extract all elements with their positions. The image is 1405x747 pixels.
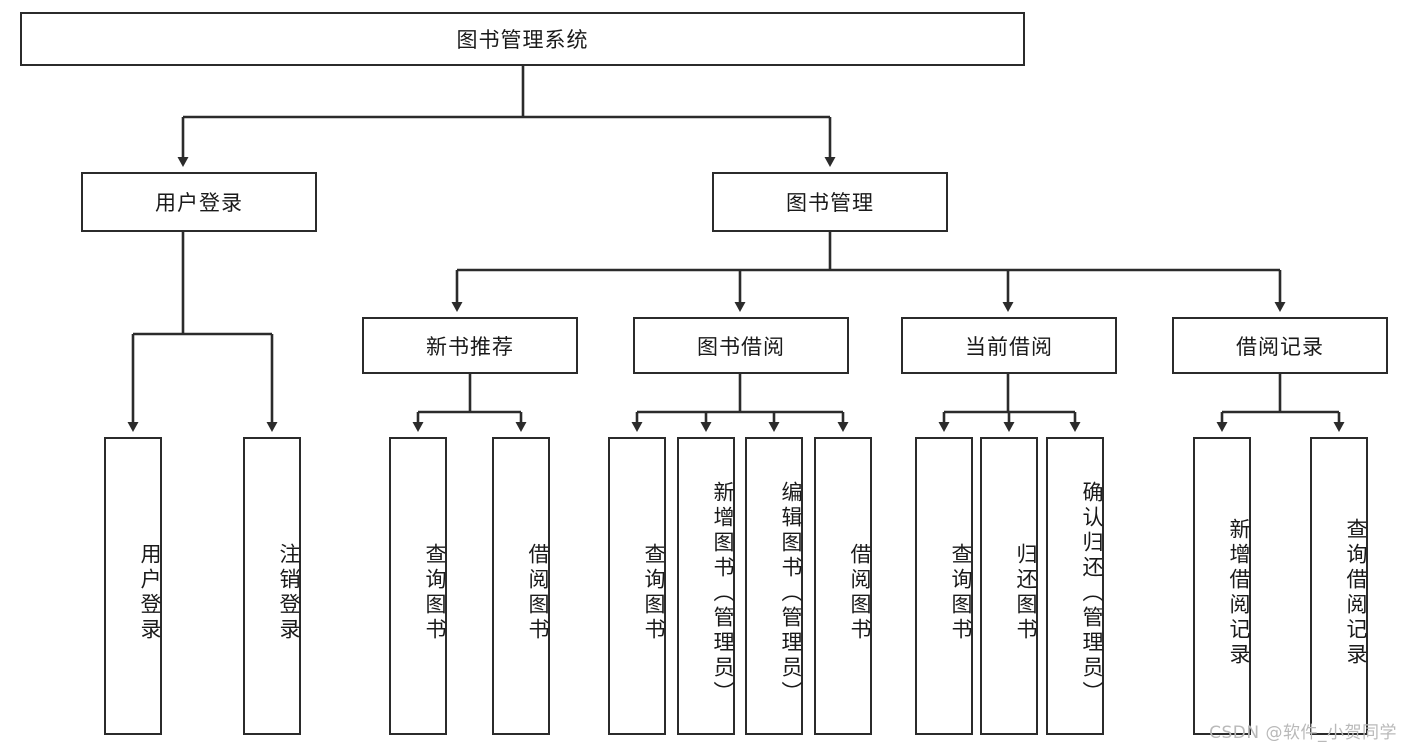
node-book-borrow[interactable]: 图书借阅 [633,317,849,374]
node-label: 注销登录 [277,543,301,643]
node-label: 新增借阅记录 [1227,518,1251,668]
leaf-query-borrow-record[interactable]: 查询借阅记录 [1310,437,1368,735]
leaf-query-book-bookborrow[interactable]: 查询图书 [608,437,666,735]
node-current-borrow[interactable]: 当前借阅 [901,317,1117,374]
leaf-add-borrow-record[interactable]: 新增借阅记录 [1193,437,1251,735]
node-borrow-record[interactable]: 借阅记录 [1172,317,1388,374]
leaf-logout[interactable]: 注销登录 [243,437,301,735]
node-label: 查询借阅记录 [1344,518,1368,668]
node-label: 借阅图书 [526,543,550,643]
node-root-book-management-system[interactable]: 图书管理系统 [20,12,1025,66]
node-label: 查询图书 [423,543,447,643]
node-label: 归还图书 [1014,543,1038,643]
leaf-edit-book-admin[interactable]: 编辑图书（管理员） [745,437,803,735]
node-label: 新书推荐 [426,334,514,359]
leaf-query-book-currentborrow[interactable]: 查询图书 [915,437,973,735]
node-book-management[interactable]: 图书管理 [712,172,948,232]
node-new-book-recommend[interactable]: 新书推荐 [362,317,578,374]
node-label: 用户登录 [138,543,162,643]
leaf-confirm-return-admin[interactable]: 确认归还（管理员） [1046,437,1104,735]
node-label: 图书管理系统 [456,28,589,52]
node-user-login[interactable]: 用户登录 [81,172,317,232]
node-label: 确认归还（管理员） [1080,480,1104,706]
node-label: 借阅图书 [848,543,872,643]
node-label: 查询图书 [949,543,973,643]
node-label: 新增图书（管理员） [711,480,735,706]
leaf-return-book[interactable]: 归还图书 [980,437,1038,735]
node-label: 用户登录 [155,191,243,215]
node-label: 当前借阅 [965,334,1053,359]
leaf-add-book-admin[interactable]: 新增图书（管理员） [677,437,735,735]
leaf-borrow-book-bookborrow[interactable]: 借阅图书 [814,437,872,735]
node-label: 查询图书 [642,543,666,643]
leaf-borrow-book-newbook[interactable]: 借阅图书 [492,437,550,735]
node-label: 借阅记录 [1236,334,1324,359]
node-label: 编辑图书（管理员） [779,480,803,706]
node-label: 图书借阅 [697,334,785,359]
leaf-query-book-newbook[interactable]: 查询图书 [389,437,447,735]
leaf-user-login[interactable]: 用户登录 [104,437,162,735]
node-label: 图书管理 [786,191,874,215]
